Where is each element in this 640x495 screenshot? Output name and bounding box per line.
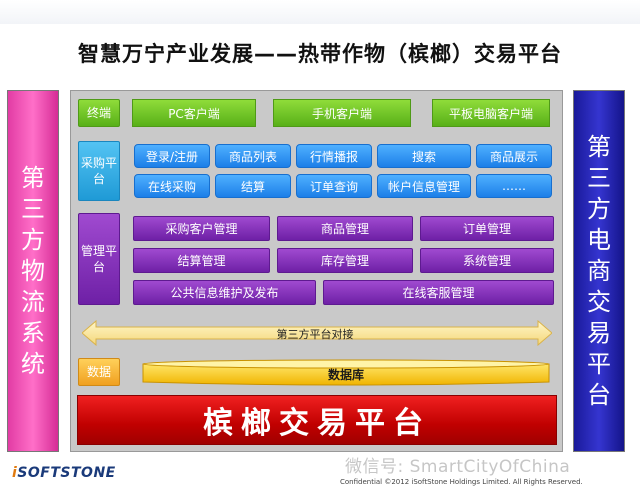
terminal-item-pc: PC客户端 (132, 99, 256, 127)
purchase-item: 搜索 (377, 144, 471, 168)
purchase-item: 商品列表 (215, 144, 291, 168)
terminal-item-tablet: 平板电脑客户端 (432, 99, 550, 127)
database-label: 数据库 (327, 368, 364, 382)
logo-main: SOFTSTONE (17, 465, 116, 481)
management-item: 订单管理 (420, 216, 554, 241)
terminal-label: 终端 (78, 99, 120, 127)
management-item: 采购客户管理 (133, 216, 270, 241)
logistics-system-panel: 第三方物流系统 (7, 90, 59, 452)
management-item: 库存管理 (277, 248, 413, 273)
copyright-text: Confidential ©2012 iSoftStone Holdings L… (340, 478, 583, 486)
purchase-item: 登录/注册 (134, 144, 210, 168)
management-platform-label: 管理平台 (78, 213, 120, 305)
terminal-item-mobile: 手机客户端 (273, 99, 411, 127)
purchase-item: 行情播报 (296, 144, 372, 168)
ecommerce-platform-panel: 第三方电商交易平台 (573, 90, 625, 452)
isoftstone-logo: iSOFTSTONE (12, 465, 116, 481)
wechat-watermark: 微信号: SmartCityOfChina (345, 457, 571, 477)
database-cylinder (142, 359, 550, 386)
purchase-item: 帐户信息管理 (377, 174, 471, 198)
management-item: 结算管理 (133, 248, 270, 273)
management-item: 公共信息维护及发布 (133, 280, 316, 305)
management-item: 在线客服管理 (323, 280, 554, 305)
page-title: 智慧万宁产业发展——热带作物（槟榔）交易平台 (78, 42, 562, 66)
logo-prefix: i (12, 465, 18, 481)
logistics-system-label: 第三方物流系统 (21, 163, 45, 378)
management-item: 商品管理 (277, 216, 413, 241)
purchase-item: 商品展示 (476, 144, 552, 168)
integration-arrow (82, 320, 552, 346)
purchase-item: 订单查询 (296, 174, 372, 198)
ecommerce-platform-label: 第三方电商交易平台 (587, 132, 611, 409)
purchase-platform-label: 采购平台 (78, 141, 120, 201)
data-label: 数据 (78, 358, 120, 386)
purchase-item: …… (476, 174, 552, 198)
integration-label: 第三方平台对接 (276, 328, 354, 341)
purchase-item: 结算 (215, 174, 291, 198)
purchase-item: 在线采购 (134, 174, 210, 198)
trading-platform-banner: 槟榔交易平台 (77, 395, 557, 445)
management-item: 系统管理 (420, 248, 554, 273)
top-bar (0, 0, 640, 24)
